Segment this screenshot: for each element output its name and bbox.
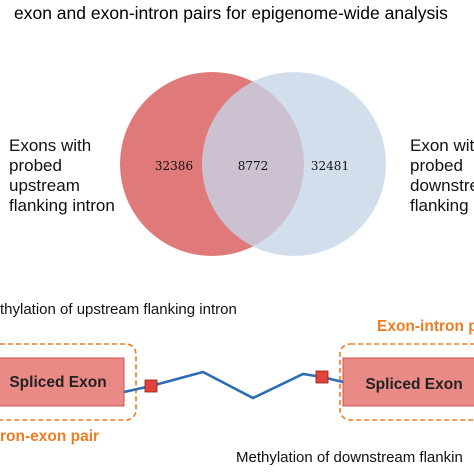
left-pair-label: ron-exon pair [0,428,100,445]
venn-left-label: Exons with probed upstream flanking intr… [9,136,115,216]
right-pair-box [339,343,474,421]
downstream-methylation-caption: Methylation of downstream flankin [236,449,463,466]
venn-left-label-line: flanking intron [9,196,115,215]
venn-left-label-line: probed [9,156,62,175]
left-pair-box [0,343,137,421]
figure-title: exon and exon-intron pairs for epigenome… [14,3,448,23]
upstream-methylation-caption: thylation of upstream flanking intron [0,301,237,318]
left-spliced-exon [0,357,125,407]
venn-circle-downstream [202,72,386,256]
venn-right-label: Exon with probed downstrea flanking i [410,136,474,216]
venn-count-upstream-only: 32386 [155,159,193,173]
right-spliced-exon [342,357,474,407]
venn-right-label-line: probed [410,156,463,175]
splicing-schematic: Spliced Exon Spliced Exon [0,343,474,421]
venn-left-label-line: upstream [9,176,80,195]
venn-right-label-line: downstrea [410,176,474,195]
venn-right-label-line: Exon with [410,136,474,155]
right-pair-label: Exon-intron p [377,318,474,335]
upstream-methylation-marker [144,379,158,393]
venn-right-label-line: flanking i [410,196,474,215]
venn-count-downstream-only: 32481 [311,159,349,173]
right-exon-label: Spliced Exon [365,376,462,393]
left-exon-label: Spliced Exon [9,374,106,391]
venn-diagram: 32386 8772 32481 [120,72,386,256]
downstream-methylation-marker [315,370,329,384]
venn-count-overlap: 8772 [238,159,269,173]
venn-left-label-line: Exons with [9,136,92,155]
